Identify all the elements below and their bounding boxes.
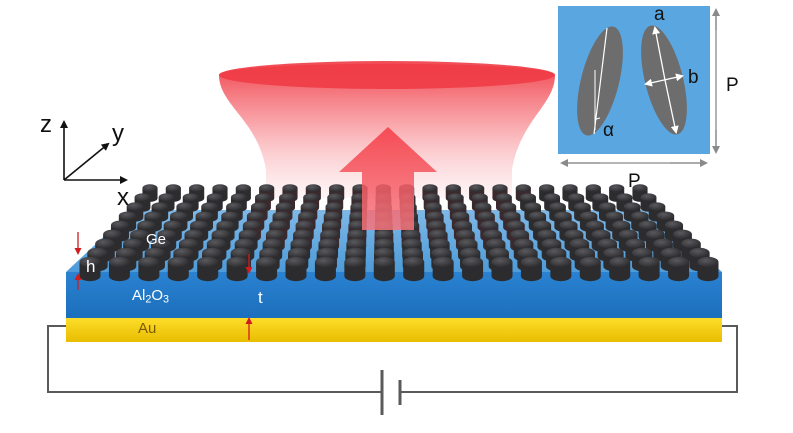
ge-pillar — [79, 256, 101, 282]
ge-pillar — [520, 256, 542, 282]
inset-semi-axis-a-label: a — [654, 4, 665, 25]
ge-pillar — [432, 256, 454, 282]
ge-pillar — [403, 256, 425, 282]
germanium-label: Ge — [146, 231, 167, 248]
inset-rotation-angle-label: α — [603, 120, 614, 141]
external-circuit — [47, 325, 738, 415]
gold-layer — [66, 316, 722, 342]
alumina-front-face — [66, 272, 722, 318]
ge-pillar — [226, 256, 248, 282]
period-horizontal-label: P — [628, 171, 641, 192]
alumina-thickness-label: t — [258, 288, 263, 307]
ge-pillar — [285, 256, 307, 282]
emission-arrow — [339, 127, 437, 230]
ge-pillar — [167, 256, 189, 282]
gold-label: Au — [138, 320, 157, 337]
axis-z-label: z — [40, 111, 52, 138]
ge-pillar — [491, 256, 513, 282]
germanium-pillar-array — [79, 184, 719, 282]
ge-pillar — [138, 256, 160, 282]
axis-x-label: x — [117, 184, 129, 211]
axis-y-label: y — [112, 120, 124, 147]
coordinate-axes — [60, 120, 128, 184]
ge-pillar — [344, 256, 366, 282]
ge-pillar — [373, 256, 395, 282]
pillar-height-label: h — [86, 257, 96, 276]
ge-pillar — [638, 256, 660, 282]
inset-semi-axis-b-label: b — [688, 67, 699, 88]
alumina-label-o: O — [151, 287, 164, 304]
alumina-label-sub-3: 3 — [163, 293, 170, 306]
ge-pillar — [609, 256, 631, 282]
period-vertical-label: P — [726, 75, 739, 96]
alumina-label: Al2O3 — [132, 288, 169, 305]
ge-pillar — [108, 256, 130, 282]
alumina-label-al: Al — [132, 287, 146, 304]
ge-pillar — [550, 256, 572, 282]
ge-pillar — [314, 256, 336, 282]
ge-pillar — [668, 256, 690, 282]
ge-pillar — [256, 256, 278, 282]
ge-pillar — [462, 256, 484, 282]
unit-cell-inset — [558, 6, 720, 167]
ge-pillar — [197, 256, 219, 282]
ge-pillar — [697, 256, 719, 282]
ge-pillar — [579, 256, 601, 282]
alumina-label-sub-2: 2 — [145, 293, 152, 306]
